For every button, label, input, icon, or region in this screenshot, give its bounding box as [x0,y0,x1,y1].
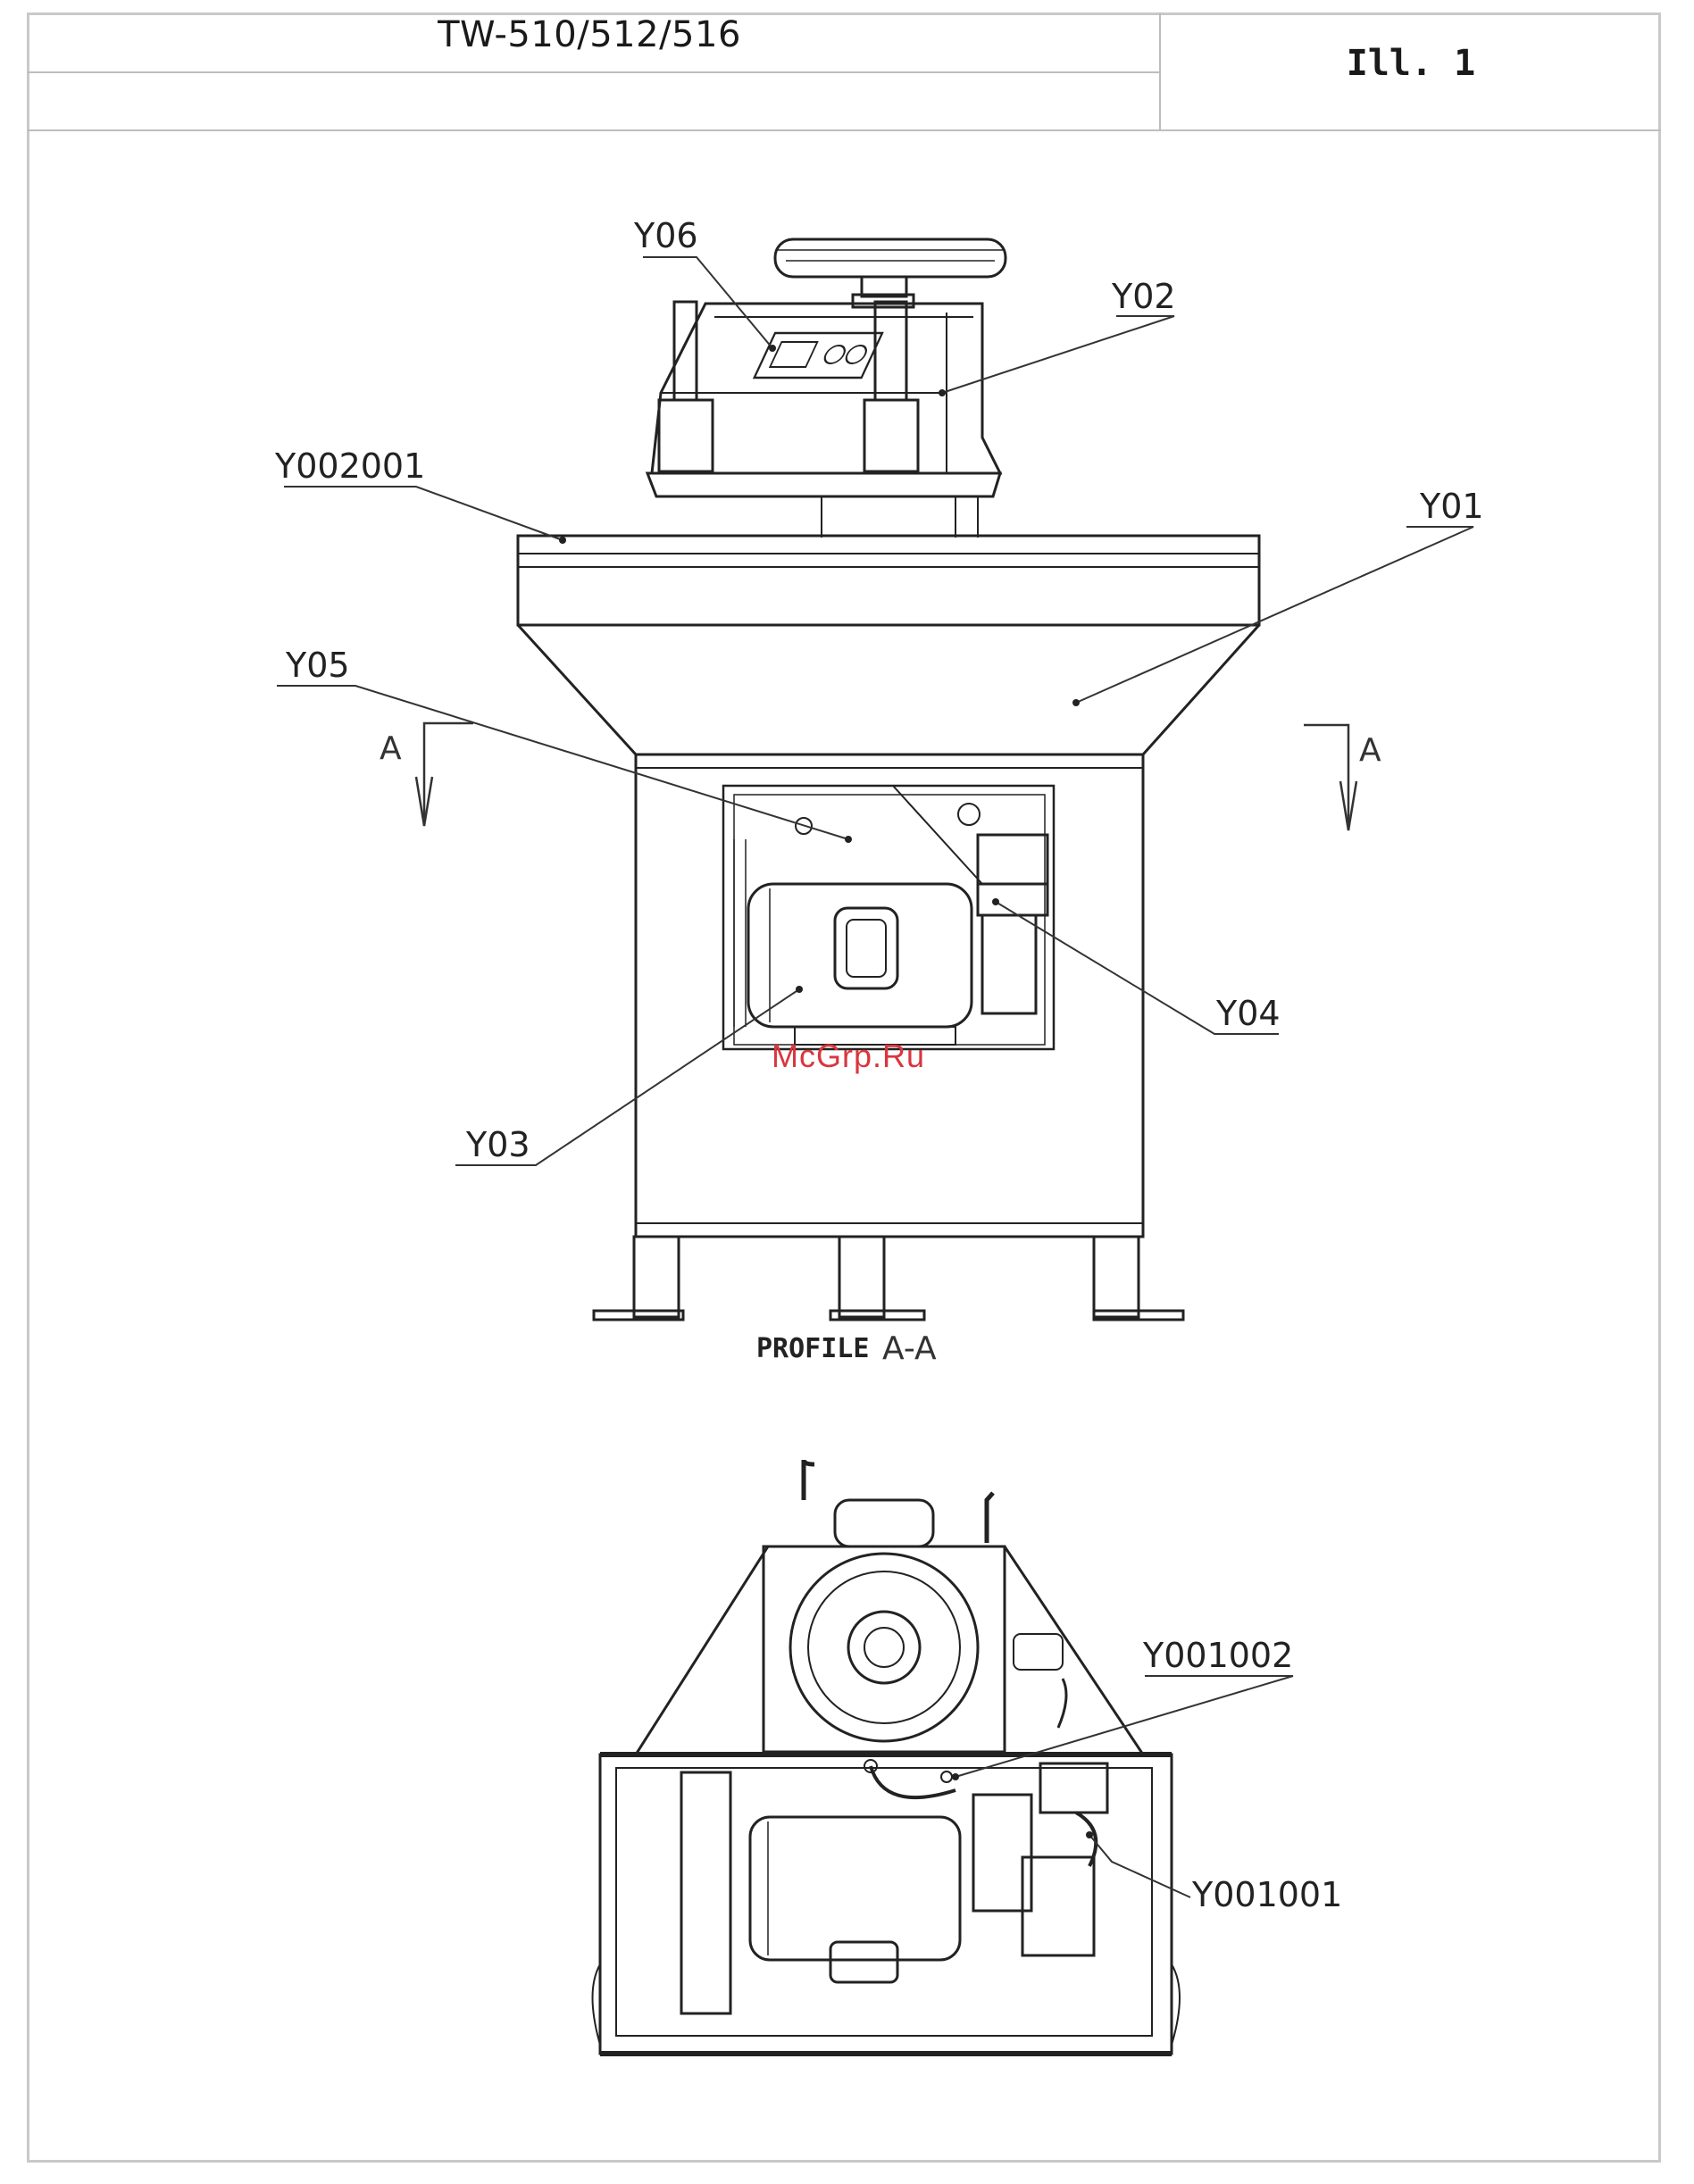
profile-caption-word: PROFILE [756,1333,869,1364]
leg-right [1094,1237,1139,1317]
motor [748,884,972,1027]
top-bracket [835,1500,933,1546]
plan-view [593,1460,1181,2054]
section-labels: A A [380,730,1381,769]
watermark: McGrp.Ru [714,1038,982,1075]
callout-y002001: Y002001 [274,446,425,486]
left-column [674,302,697,400]
callout-y01: Y01 [1419,487,1484,526]
press-head [652,304,1000,473]
callout-y05: Y05 [285,646,350,685]
callout-y04: Y04 [1215,994,1281,1033]
control-panel [755,333,882,378]
callout-y03: Y03 [465,1125,530,1164]
motor-plan [750,1817,960,1960]
leader-lines [277,257,1473,1897]
callout-y001001: Y001001 [1191,1875,1342,1914]
front-view [518,239,1259,1320]
section-arrows [416,723,1356,830]
callout-y001002: Y001002 [1142,1636,1293,1675]
oil-tank [681,1772,730,2013]
leg-left [634,1237,679,1317]
section-marker-right: A [1359,732,1381,769]
leader-dots [559,345,1093,1838]
cabinet [636,754,1143,1237]
profile-caption-section: A-A [882,1330,937,1367]
cabinet-opening [723,786,1054,1049]
section-marker-left: A [380,730,402,767]
callout-y02: Y02 [1111,277,1176,316]
ram-cylinder [790,1554,978,1741]
base-frame [600,1755,1172,2054]
cutting-table [518,536,1259,625]
leg-middle [839,1237,884,1317]
profile-caption: PROFILE A-A [756,1330,937,1367]
handwheel [775,239,1006,277]
callout-y06: Y06 [633,216,698,255]
valve-block [978,835,1047,884]
table-support [518,625,1259,754]
